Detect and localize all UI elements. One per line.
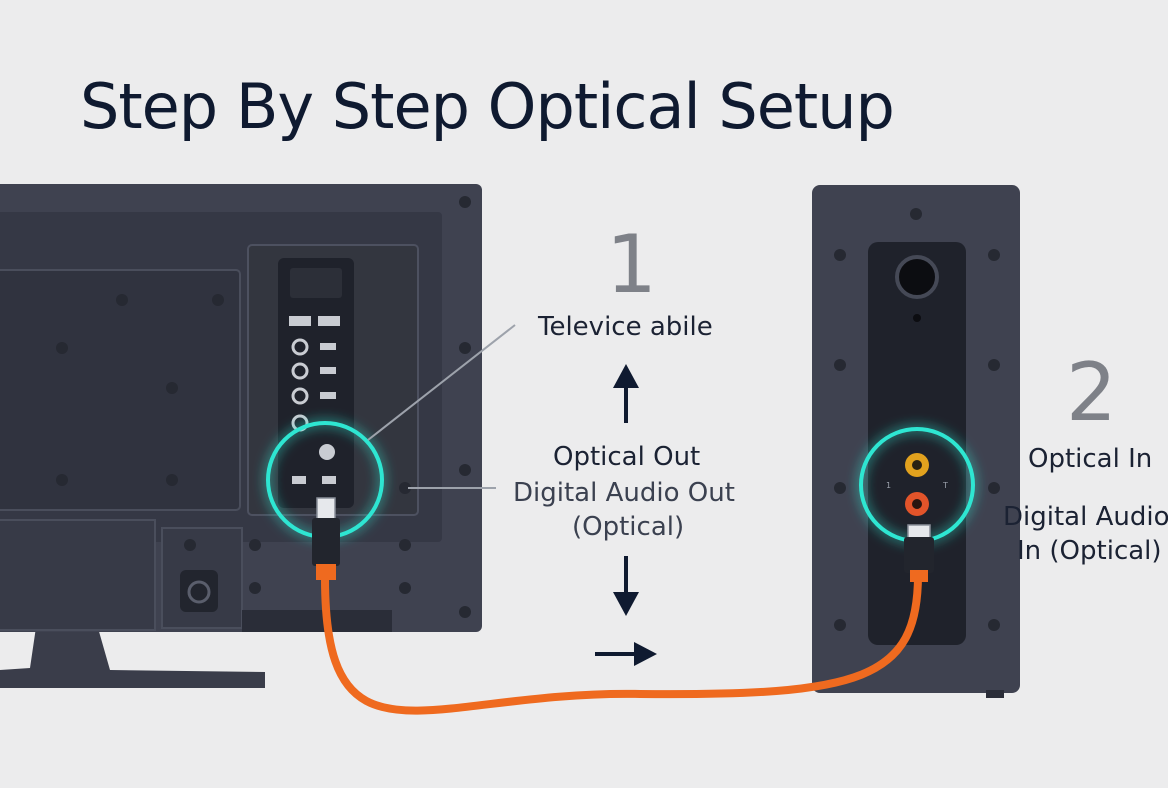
soundbar-screw-holes [834,208,1000,631]
arrow-up-icon [613,364,639,423]
tv-vesa-panel [0,269,241,511]
tv-port-label-line2: Digital Audio Out [513,478,735,508]
svg-text:T: T [942,481,948,490]
soundbar-bass-port [895,255,939,299]
tv-screw-holes [56,196,471,618]
tv-back-panel [0,184,482,688]
soundbar-back-panel: 1 T [812,185,1020,698]
soundbar-port-label-line3: In (Optical) [1017,536,1162,566]
arrow-right-icon [595,642,657,666]
tv-power-socket [180,570,218,612]
page-title: Step By Step Optical Setup [80,70,895,143]
soundbar-port-panel [868,242,966,645]
step-2-number: 2 [1066,346,1117,439]
soundbar-port-label-line1: Optical In [1028,444,1153,474]
step-1-number: 1 [606,218,657,311]
tv-port-label-line3: (Optical) [572,512,685,542]
leader-line-step-1 [367,324,516,441]
arrow-down-icon [613,556,639,616]
soundbar-optical-plug [904,524,934,582]
arrows [595,364,657,666]
tv-optical-plug [312,497,340,580]
soundbar-port-label-line2: Digital Audio [1003,502,1168,532]
tv-port-label-line1: Optical Out [553,442,701,472]
svg-text:1: 1 [886,481,891,490]
optical-cable [321,571,922,715]
step-1-caption: Televice abile [538,312,713,342]
